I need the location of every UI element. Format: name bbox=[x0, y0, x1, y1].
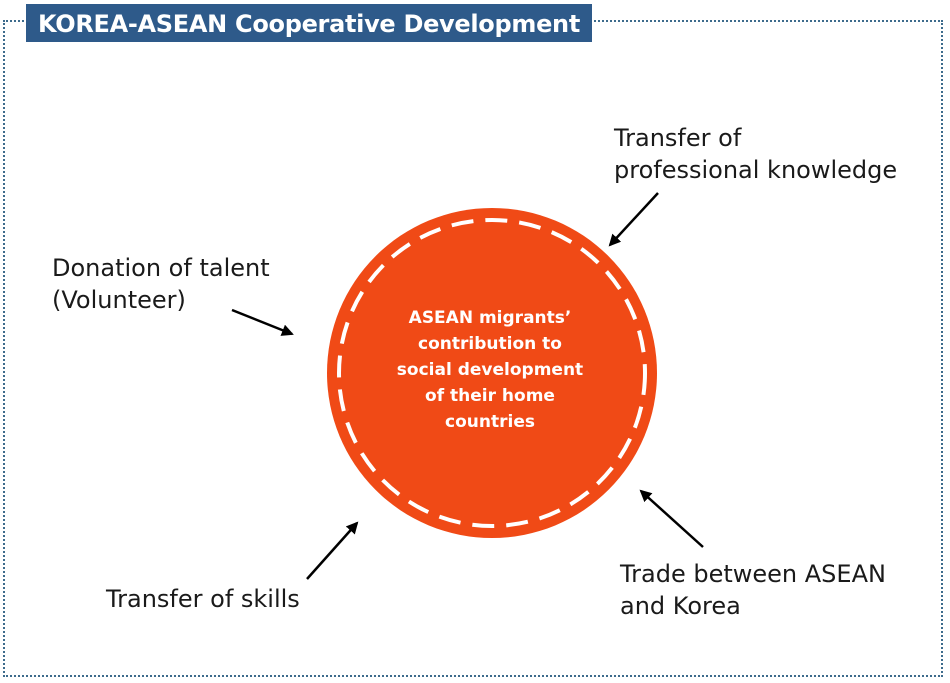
center-label: ASEAN migrants’ contribution to social d… bbox=[380, 305, 600, 435]
arrow-trade bbox=[639, 489, 704, 548]
diagram-title: KOREA-ASEAN Cooperative Development bbox=[26, 4, 593, 42]
label-transfer-of-skills: Transfer of skills bbox=[106, 583, 300, 615]
center-circle-dashed-ring bbox=[337, 218, 647, 528]
arrow-professional-knowledge bbox=[608, 192, 659, 247]
label-line: and Korea bbox=[620, 592, 741, 620]
label-line: professional knowledge bbox=[614, 156, 898, 184]
center-label-line: of their home bbox=[425, 386, 555, 406]
arrow-donation-of-talent bbox=[231, 308, 294, 336]
label-line: (Volunteer) bbox=[52, 286, 186, 314]
label-donation-of-talent: Donation of talent (Volunteer) bbox=[52, 252, 270, 316]
label-line: Trade between ASEAN bbox=[620, 560, 886, 588]
label-line: Transfer of skills bbox=[106, 585, 300, 613]
center-circle bbox=[327, 208, 657, 538]
center-label-line: ASEAN migrants’ bbox=[408, 308, 572, 328]
center-label-line: contribution to bbox=[418, 334, 562, 354]
arrow-transfer-of-skills bbox=[306, 521, 359, 580]
center-label-line: countries bbox=[445, 412, 535, 432]
center-label-line: social development bbox=[396, 360, 584, 380]
label-line: Donation of talent bbox=[52, 254, 270, 282]
label-trade: Trade between ASEAN and Korea bbox=[620, 558, 886, 622]
label-line: Transfer of bbox=[614, 124, 742, 152]
label-professional-knowledge: Transfer of professional knowledge bbox=[614, 122, 897, 186]
